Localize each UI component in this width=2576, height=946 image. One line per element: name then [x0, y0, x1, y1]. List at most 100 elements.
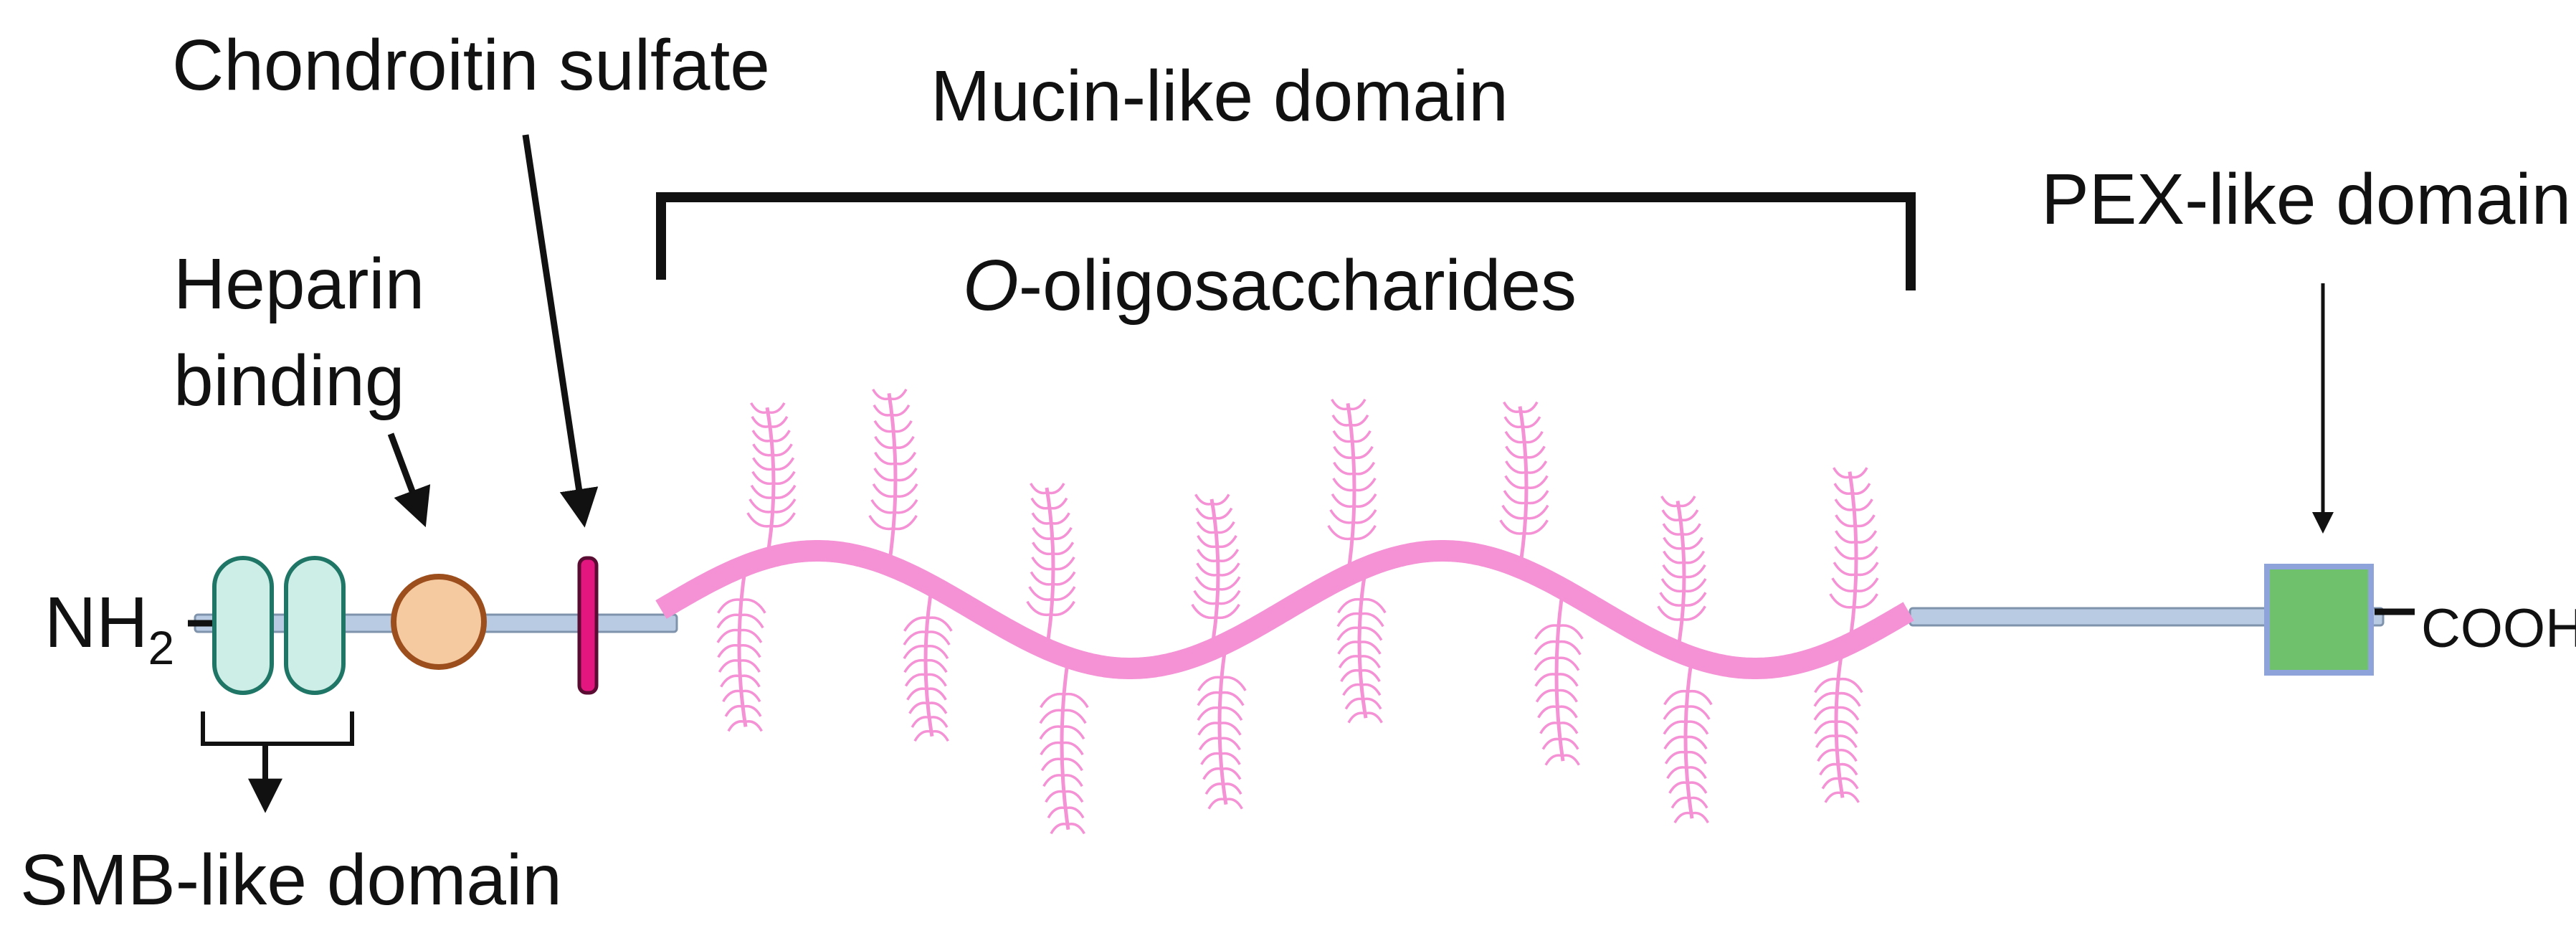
- glycan-branch: [717, 598, 742, 614]
- glycan-branch: [1534, 673, 1557, 687]
- glycan-branch: [773, 457, 795, 471]
- glycan-branch: [1331, 398, 1349, 411]
- glycan-branch: [1558, 722, 1579, 734]
- glycan-branch: [1524, 430, 1544, 444]
- o-oligosaccharides-label: O-oligosaccharides: [963, 245, 1577, 326]
- glycan-branch: [1050, 600, 1075, 617]
- glycan-branch: [1212, 493, 1230, 506]
- n-terminus-label: NH2: [44, 582, 174, 674]
- glycan-branch: [1197, 722, 1220, 736]
- glycan-branch: [1664, 750, 1686, 765]
- glycan-branch: [1359, 655, 1381, 668]
- glycan-chain-icon: [1663, 656, 1713, 823]
- glycan-branch: [925, 673, 947, 687]
- heparin-label-line1: Heparin: [174, 244, 424, 324]
- glycan-branch: [873, 467, 896, 482]
- glycan-branch: [1031, 512, 1052, 525]
- glycan-branch: [716, 628, 740, 643]
- glycan-branch: [1814, 677, 1839, 694]
- glycan-branch: [1197, 691, 1221, 706]
- glycan-branch: [1691, 811, 1709, 823]
- glycan-branch: [1831, 577, 1855, 592]
- glycan-branch: [1048, 497, 1068, 510]
- glycan-branch: [1504, 430, 1525, 444]
- glycan-branch: [1836, 706, 1860, 721]
- glycan-branch: [1050, 823, 1068, 835]
- glycan-branch: [913, 729, 932, 742]
- glycan-branch: [1063, 774, 1083, 787]
- glycan-branch: [1359, 626, 1383, 641]
- glycan-branch: [1838, 762, 1858, 776]
- glycan-branch: [1354, 461, 1376, 476]
- glycan-branch: [1683, 578, 1707, 593]
- glycan-branch: [925, 658, 948, 673]
- glycan-branch: [1837, 749, 1858, 762]
- glycan-branch: [1061, 757, 1083, 772]
- smb-capsule-2: [284, 556, 346, 695]
- glycan-branch: [1063, 709, 1087, 724]
- glycan-branch: [1688, 689, 1713, 706]
- glycan-branch: [929, 716, 949, 728]
- glycan-branch: [1833, 467, 1851, 479]
- glycan-branch: [1813, 691, 1838, 707]
- glycan-branch: [751, 416, 770, 428]
- glycan-branch: [1835, 530, 1857, 544]
- glycan-branch: [1336, 612, 1361, 628]
- glycan-branch: [1052, 541, 1075, 556]
- glycan-branch: [1659, 592, 1683, 607]
- glycan-branch: [1557, 705, 1578, 719]
- glycan-branch: [872, 388, 890, 401]
- glycan-branch: [872, 483, 895, 498]
- glycan-branch: [751, 470, 774, 486]
- glycan-branch: [894, 435, 915, 449]
- glycan-branch: [1834, 498, 1855, 511]
- glycan-branch: [1217, 534, 1237, 549]
- glycan-branch: [1195, 507, 1215, 520]
- glycan-branch: [1681, 523, 1701, 536]
- glycan-branch: [1347, 711, 1366, 724]
- glycan-branch: [1039, 725, 1063, 740]
- glycan-chain-icon: [1026, 483, 1076, 650]
- glycan-branch: [1503, 490, 1526, 505]
- glycan-branch: [895, 483, 918, 498]
- glycan-branch: [1663, 689, 1688, 706]
- glycan-branch: [1353, 445, 1374, 459]
- glycan-branch: [1196, 521, 1217, 534]
- glycan-branch: [1040, 741, 1063, 756]
- glycan-branch: [1841, 791, 1860, 803]
- pex-domain-icon: [2264, 564, 2374, 676]
- glycan-branch: [1837, 691, 1861, 707]
- glycan-branch: [1855, 546, 1878, 560]
- glycan-branch: [1026, 600, 1051, 617]
- glycan-branch: [1557, 640, 1582, 656]
- glycan-branch: [874, 435, 895, 449]
- glycan-branch: [1217, 549, 1240, 562]
- glycan-branch: [1503, 401, 1521, 413]
- glycan-chain-icon: [1829, 467, 1879, 644]
- glycan-branch: [1679, 509, 1699, 521]
- glycan-branch: [1340, 669, 1361, 683]
- glycan-branch: [1834, 546, 1857, 560]
- glycan-branch: [1534, 624, 1559, 640]
- glycan-branch: [1663, 550, 1685, 564]
- glycan-branch: [1198, 737, 1220, 751]
- glycan-branch: [1504, 475, 1527, 489]
- glycan-branch: [1223, 782, 1242, 795]
- glycan-branch: [1364, 711, 1383, 724]
- glycan-branch: [1526, 475, 1549, 489]
- glycan-branch: [1197, 676, 1222, 691]
- c-terminus-label: COOH: [2421, 598, 2576, 659]
- glycan-branch: [1359, 640, 1382, 655]
- glycan-branch: [741, 598, 766, 614]
- glycan-branch: [1824, 791, 1843, 803]
- glycan-branch: [903, 616, 928, 632]
- glycan-branch: [1663, 735, 1686, 750]
- glycan-chain-icon: [868, 388, 918, 566]
- glycan-chain-icon: [1197, 643, 1247, 810]
- glycan-branch: [1361, 597, 1387, 614]
- glycan-branch: [1217, 590, 1241, 605]
- glycan-branch: [1329, 509, 1354, 524]
- glycan-branch: [1047, 483, 1065, 495]
- glycan-branch: [1851, 483, 1871, 495]
- glycan-branch: [752, 457, 774, 471]
